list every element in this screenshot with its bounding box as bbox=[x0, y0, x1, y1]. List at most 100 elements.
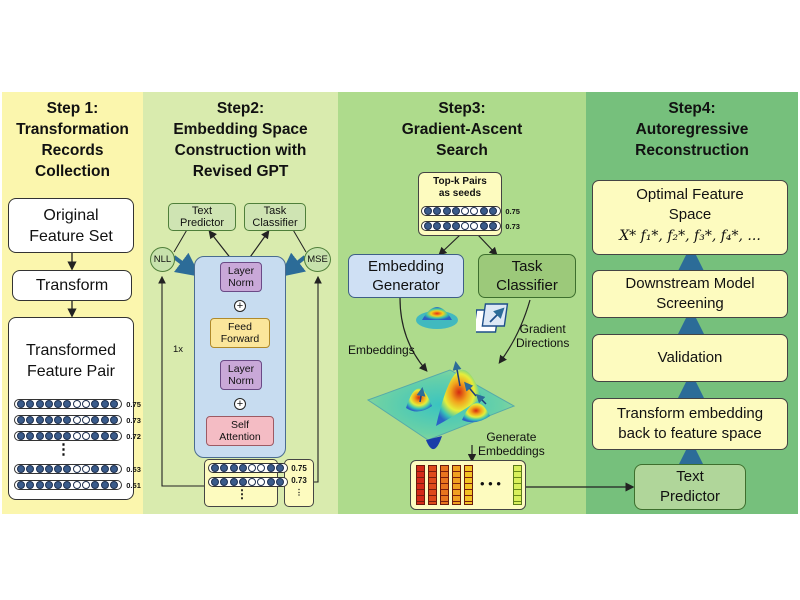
token-dot bbox=[433, 207, 442, 215]
token-dot bbox=[72, 400, 81, 408]
token-dot bbox=[82, 465, 91, 473]
token-dot bbox=[442, 222, 451, 230]
residual-add-top: + bbox=[234, 300, 246, 312]
token-dot bbox=[82, 481, 91, 489]
sequence-bar bbox=[208, 477, 289, 487]
embedding-column bbox=[428, 465, 437, 505]
token-dot bbox=[451, 222, 460, 230]
token-dot bbox=[276, 478, 285, 486]
token-dot bbox=[54, 416, 63, 424]
token-dot bbox=[424, 207, 432, 215]
input-sequence-row bbox=[208, 477, 289, 487]
optimal-feature-formula: X* f₁*, f₂*, f₃*, f₄*, ... bbox=[619, 228, 761, 244]
nll-loss-node: NLL bbox=[150, 247, 175, 272]
mse-loss-node: MSE bbox=[304, 247, 331, 272]
step3-panel bbox=[338, 92, 586, 514]
embedding-column bbox=[416, 465, 425, 505]
token-dot bbox=[266, 464, 275, 472]
token-dot bbox=[424, 222, 432, 230]
sequence-bar bbox=[14, 464, 123, 474]
token-dot bbox=[54, 481, 63, 489]
token-dot bbox=[470, 207, 479, 215]
token-dot bbox=[26, 481, 35, 489]
token-dot bbox=[489, 207, 498, 215]
pair-score: 0.51 bbox=[126, 480, 141, 490]
token-dot bbox=[72, 465, 81, 473]
input-sequence-ellipsis: ⋮ bbox=[236, 487, 248, 501]
topk-seed-row: 0.73 bbox=[421, 221, 520, 231]
token-dot bbox=[109, 465, 118, 473]
token-dot bbox=[26, 416, 35, 424]
sequence-bar bbox=[208, 463, 289, 473]
token-dot bbox=[489, 222, 498, 230]
sequence-bar bbox=[421, 221, 502, 231]
topk-seed-row: 0.75 bbox=[421, 206, 520, 216]
token-dot bbox=[35, 481, 44, 489]
token-dot bbox=[100, 432, 109, 440]
token-dot bbox=[35, 432, 44, 440]
transform-box: Transform bbox=[12, 270, 132, 301]
token-dot bbox=[238, 478, 247, 486]
token-dot bbox=[229, 464, 238, 472]
token-dot bbox=[44, 400, 53, 408]
token-dot bbox=[72, 481, 81, 489]
token-dot bbox=[82, 416, 91, 424]
loss-surface-plot bbox=[366, 361, 516, 450]
pair-score: 0.73 bbox=[126, 415, 141, 425]
pair-score: 0.75 bbox=[505, 206, 520, 216]
feature-pair-row: 0.53 bbox=[14, 464, 141, 474]
token-dot bbox=[63, 416, 72, 424]
token-dot bbox=[44, 481, 53, 489]
token-dot bbox=[82, 432, 91, 440]
token-dot bbox=[220, 478, 229, 486]
token-dot bbox=[91, 465, 100, 473]
token-dot bbox=[35, 465, 44, 473]
token-dot bbox=[100, 416, 109, 424]
pair-score: 0.73 bbox=[505, 221, 520, 231]
token-dot bbox=[35, 400, 44, 408]
sequence-bar bbox=[14, 399, 123, 409]
token-dot bbox=[479, 207, 488, 215]
feature-pair-row: 0.72 bbox=[14, 431, 141, 441]
token-dot bbox=[266, 478, 275, 486]
token-dot bbox=[211, 478, 219, 486]
embeddings-label: Embeddings bbox=[348, 343, 415, 357]
input-sequence-row bbox=[208, 463, 289, 473]
token-dot bbox=[211, 464, 219, 472]
token-dot bbox=[63, 400, 72, 408]
token-dot bbox=[44, 432, 53, 440]
token-dot bbox=[17, 416, 25, 424]
step1-vertical-ellipsis: ⋮ bbox=[56, 441, 71, 458]
token-dot bbox=[63, 481, 72, 489]
token-dot bbox=[100, 481, 109, 489]
pair-score: 0.53 bbox=[126, 464, 141, 474]
embedding-column bbox=[452, 465, 461, 505]
token-dot bbox=[63, 432, 72, 440]
token-dot bbox=[17, 481, 25, 489]
token-dot bbox=[91, 400, 100, 408]
token-dot bbox=[44, 416, 53, 424]
token-dot bbox=[238, 464, 247, 472]
token-dot bbox=[100, 400, 109, 408]
token-dot bbox=[54, 400, 63, 408]
token-dot bbox=[91, 416, 100, 424]
token-dot bbox=[479, 222, 488, 230]
token-dot bbox=[26, 465, 35, 473]
token-dot bbox=[17, 465, 25, 473]
token-dot bbox=[461, 207, 470, 215]
token-dot bbox=[109, 481, 118, 489]
token-dot bbox=[26, 432, 35, 440]
